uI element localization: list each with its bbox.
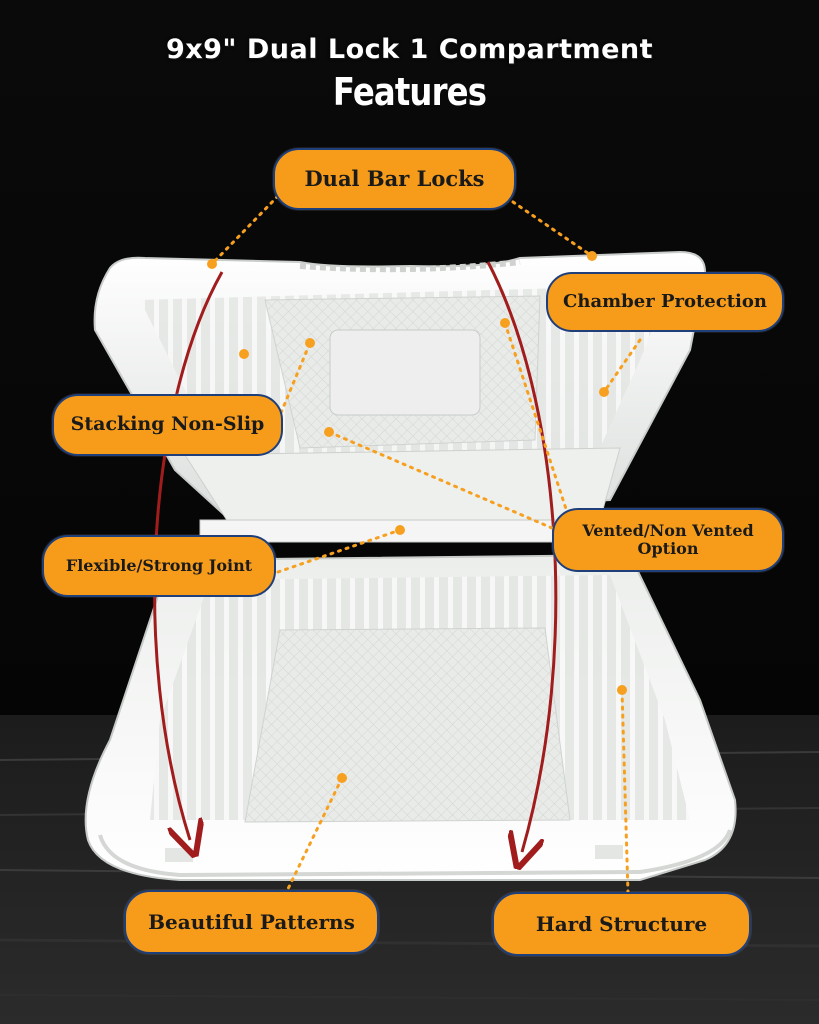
callout-label: Hard Structure bbox=[535, 911, 708, 936]
callout-label-line2: Option bbox=[637, 539, 699, 558]
page-subtitle: Features bbox=[332, 70, 487, 114]
leader-lines bbox=[210, 194, 642, 897]
callout-flexible-strong-joint: Flexible/Strong Joint bbox=[42, 535, 276, 597]
callout-label: Dual Bar Locks bbox=[304, 165, 485, 191]
callout-label: Chamber Protection bbox=[563, 290, 767, 312]
callout-stacking-non-slip: Stacking Non-Slip bbox=[52, 394, 283, 456]
feature-dots bbox=[207, 251, 627, 783]
callout-label: Stacking Non-Slip bbox=[70, 413, 265, 436]
callout-label-line1: Vented/Non Vented bbox=[582, 520, 754, 540]
callout-label: Beautiful Patterns bbox=[148, 909, 355, 934]
callout-vented-option: Vented/Non Vented Option bbox=[552, 508, 784, 572]
left-curved-arrow bbox=[153, 271, 224, 840]
callout-beautiful-patterns: Beautiful Patterns bbox=[124, 890, 379, 954]
page-title: 9x9" Dual Lock 1 Compartment bbox=[165, 34, 654, 65]
callout-chamber-protection: Chamber Protection bbox=[546, 272, 784, 332]
callout-label: Flexible/Strong Joint bbox=[65, 555, 253, 575]
callout-dual-bar-locks: Dual Bar Locks bbox=[273, 148, 516, 210]
callout-hard-structure: Hard Structure bbox=[492, 892, 751, 956]
container-base bbox=[84, 553, 737, 881]
